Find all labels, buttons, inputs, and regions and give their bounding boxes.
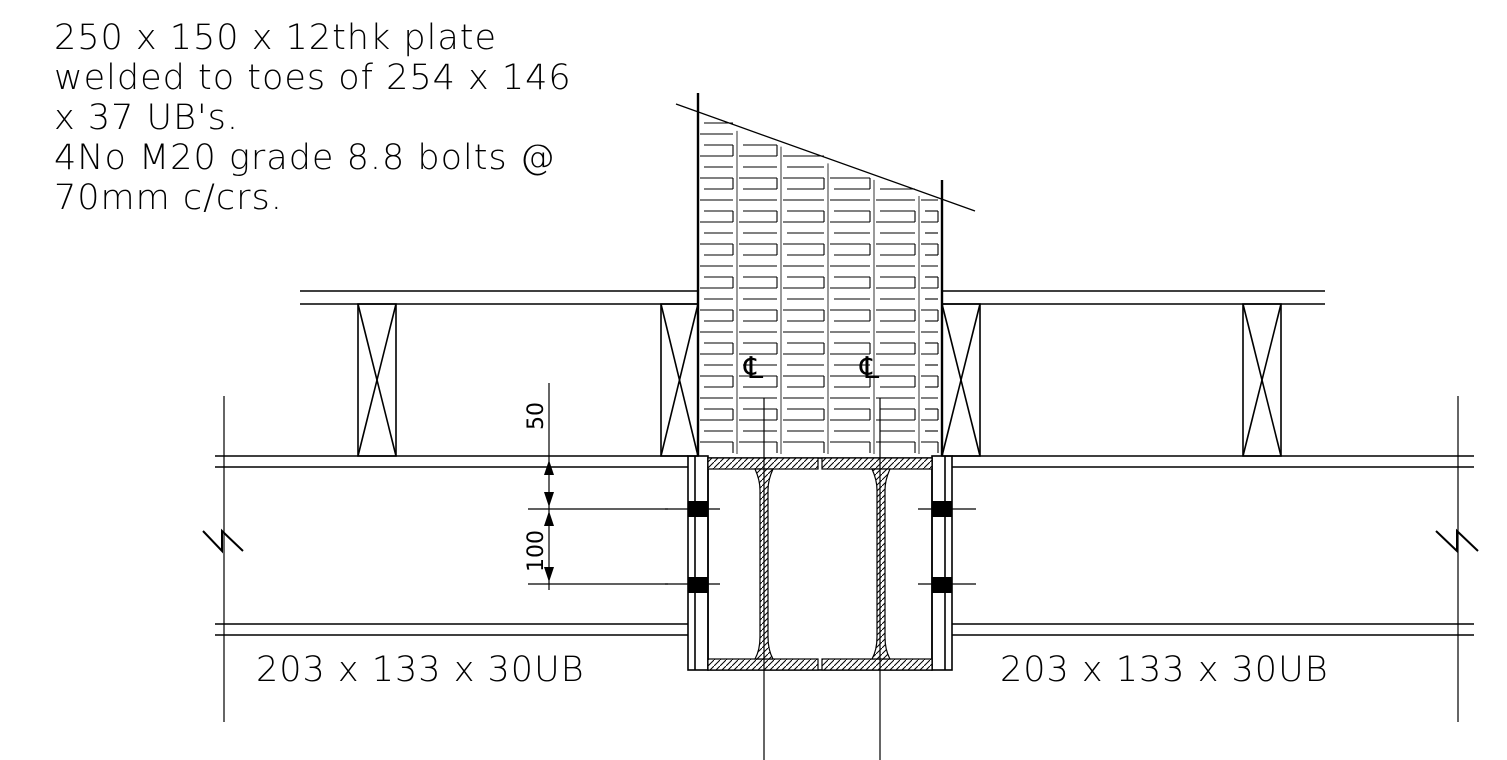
- plate-bolt-note: 250 x 150 x 12thk plate welded to toes o…: [54, 18, 572, 218]
- dim-label-100: 100: [524, 530, 549, 572]
- post-cross-left-1: [357, 303, 397, 457]
- bolt-right-upper: [932, 501, 952, 517]
- dim-label-50: 50: [524, 402, 549, 430]
- dim-arrow-2: [544, 492, 554, 507]
- flange-top-right: [821, 457, 933, 470]
- flange-top-left: [707, 457, 819, 470]
- leader-line: [675, 103, 976, 212]
- beam-label-right: 203 x 133 x 30UB: [1000, 650, 1329, 690]
- web-right: [870, 468, 892, 660]
- timber-top-plate-left: [300, 290, 698, 305]
- dim-arrow-4: [544, 567, 554, 582]
- centreline-symbol-left: ℄: [743, 351, 763, 386]
- ub-box-outline: [707, 457, 933, 671]
- break-symbol-left: [202, 528, 244, 554]
- dim-arrow-3: [544, 511, 554, 526]
- note-line-3: x 37 UB's.: [54, 98, 240, 138]
- masonry-blockwork: [700, 122, 939, 454]
- post-cross-left-2: [660, 303, 699, 457]
- timber-top-plate-right: [942, 290, 1325, 305]
- post-cross-right-1: [941, 303, 981, 457]
- dim-arrow-1: [544, 460, 554, 475]
- flange-bottom-right: [821, 658, 933, 671]
- break-symbol-right: [1435, 528, 1479, 554]
- flange-bottom-left: [707, 658, 819, 671]
- end-plate-right: [931, 455, 953, 671]
- centreline-symbol-right: ℄: [859, 351, 879, 386]
- beam-left-203x133x30UB: [215, 455, 688, 636]
- note-line-1: 250 x 150 x 12thk plate: [54, 18, 498, 58]
- end-plate-left: [687, 455, 709, 671]
- note-line-4: 4No M20 grade 8.8 bolts @: [54, 138, 556, 178]
- bolt-left-upper: [688, 501, 708, 517]
- bolt-left-lower: [688, 577, 708, 593]
- beam-label-left: 203 x 133 x 30UB: [256, 650, 585, 690]
- note-line-2: welded to toes of 254 x 146: [54, 58, 572, 98]
- post-cross-right-2: [1242, 303, 1282, 457]
- note-line-5: 70mm c/crs.: [54, 178, 283, 218]
- bolt-right-lower: [932, 577, 952, 593]
- beam-right-203x133x30UB: [952, 455, 1474, 636]
